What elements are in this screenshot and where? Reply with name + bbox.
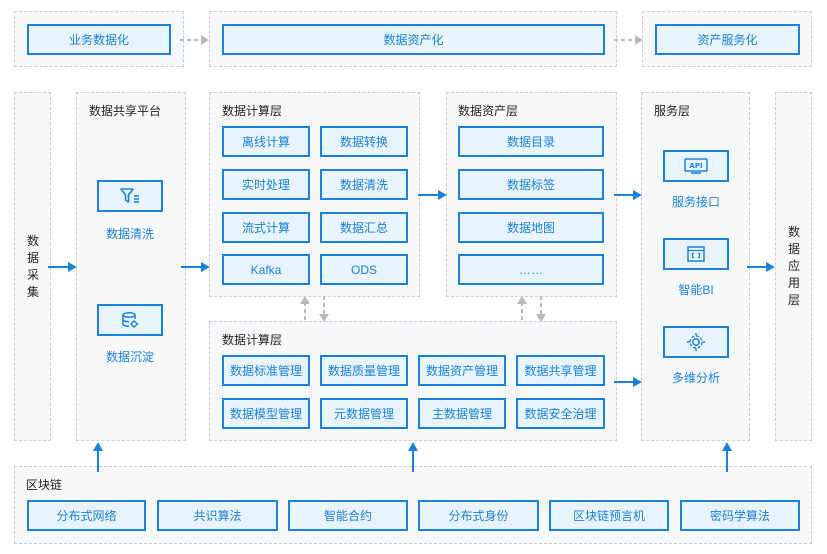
governance-item: 数据标准管理 <box>222 355 310 386</box>
database-stack-icon <box>122 312 139 328</box>
compute-item: 数据清洗 <box>320 169 408 200</box>
blockchain-item: 区块链预言机 <box>549 500 669 531</box>
governance-item: 元数据管理 <box>320 398 408 429</box>
governance-item: 主数据管理 <box>418 398 506 429</box>
compute-item: 离线计算 <box>222 126 310 157</box>
compute-layer-title: 数据计算层 <box>222 104 283 118</box>
governance-item: 数据资产管理 <box>418 355 506 386</box>
asset-item: 数据标签 <box>458 169 604 200</box>
bi-window-icon <box>687 246 705 262</box>
blockchain-item: 分布式网络 <box>27 500 146 531</box>
asset-item: …… <box>458 254 604 285</box>
blockchain-title: 区块链 <box>26 478 63 492</box>
sharing-platform-title: 数据共享平台 <box>89 104 162 118</box>
filter-icon <box>120 188 139 203</box>
governance-item: 数据质量管理 <box>320 355 408 386</box>
service-layer-title: 服务层 <box>654 104 691 118</box>
governance-item: 数据模型管理 <box>222 398 310 429</box>
collection-char: 数 <box>26 234 39 248</box>
asset-servitization-box: 资产服务化 <box>655 24 800 55</box>
bi-icon-box <box>663 238 729 270</box>
compute-item: 数据汇总 <box>320 212 408 243</box>
arrow-right <box>418 190 447 200</box>
blockchain-panel <box>14 466 812 544</box>
compute-item: 流式计算 <box>222 212 310 243</box>
dashed-arrow-down <box>536 296 546 322</box>
arrow-right <box>614 377 642 387</box>
application-panel <box>775 92 812 441</box>
service-bi-label: 智能BI <box>678 283 714 297</box>
collection-char: 集 <box>26 285 39 299</box>
dashed-arrow-up <box>517 296 527 322</box>
blockchain-item: 密码学算法 <box>680 500 800 531</box>
blockchain-item: 智能合约 <box>288 500 408 531</box>
gear-analysis-icon <box>687 333 705 351</box>
sharing-cleaning-label: 数据清洗 <box>105 227 154 241</box>
governance-title: 数据计算层 <box>222 333 283 347</box>
compute-item: 数据转换 <box>320 126 408 157</box>
compute-item: 实时处理 <box>222 169 310 200</box>
dashed-arrow-right <box>180 35 209 45</box>
blockchain-item: 分布式身份 <box>418 500 539 531</box>
business-digitization-box: 业务数据化 <box>27 24 171 55</box>
compute-item: ODS <box>320 254 408 285</box>
service-analysis-label: 多维分析 <box>671 371 720 385</box>
asset-item: 数据地图 <box>458 212 604 243</box>
api-icon-text: API <box>689 162 702 170</box>
asset-item: 数据目录 <box>458 126 604 157</box>
api-icon: API <box>684 158 708 174</box>
cleaning-icon-box <box>97 180 163 212</box>
collection-char: 据 <box>26 251 39 265</box>
sedimentation-icon-box <box>97 304 163 336</box>
service-api-label: 服务接口 <box>671 195 720 209</box>
analysis-icon-box <box>663 326 729 358</box>
api-icon-box: API <box>663 150 729 182</box>
sharing-platform-panel <box>76 92 186 441</box>
arrow-right <box>614 190 642 200</box>
compute-item: Kafka <box>222 254 310 285</box>
governance-item: 数据安全治理 <box>516 398 605 429</box>
governance-item: 数据共享管理 <box>516 355 605 386</box>
arrow-right <box>747 262 775 272</box>
collection-char: 采 <box>26 268 39 282</box>
application-char: 据 <box>787 242 800 256</box>
application-char: 层 <box>787 293 800 307</box>
blockchain-item: 共识算法 <box>157 500 278 531</box>
dashed-arrow-up <box>300 296 310 322</box>
application-char: 数 <box>787 225 800 239</box>
dashed-arrow-down <box>319 296 329 322</box>
application-char: 用 <box>787 276 800 290</box>
sharing-sedimentation-label: 数据沉淀 <box>105 350 154 364</box>
arrow-right <box>48 262 77 272</box>
asset-layer-title: 数据资产层 <box>458 104 519 118</box>
data-assetization-box: 数据资产化 <box>222 24 605 55</box>
application-char: 应 <box>787 259 800 273</box>
dashed-arrow-right <box>614 35 643 45</box>
